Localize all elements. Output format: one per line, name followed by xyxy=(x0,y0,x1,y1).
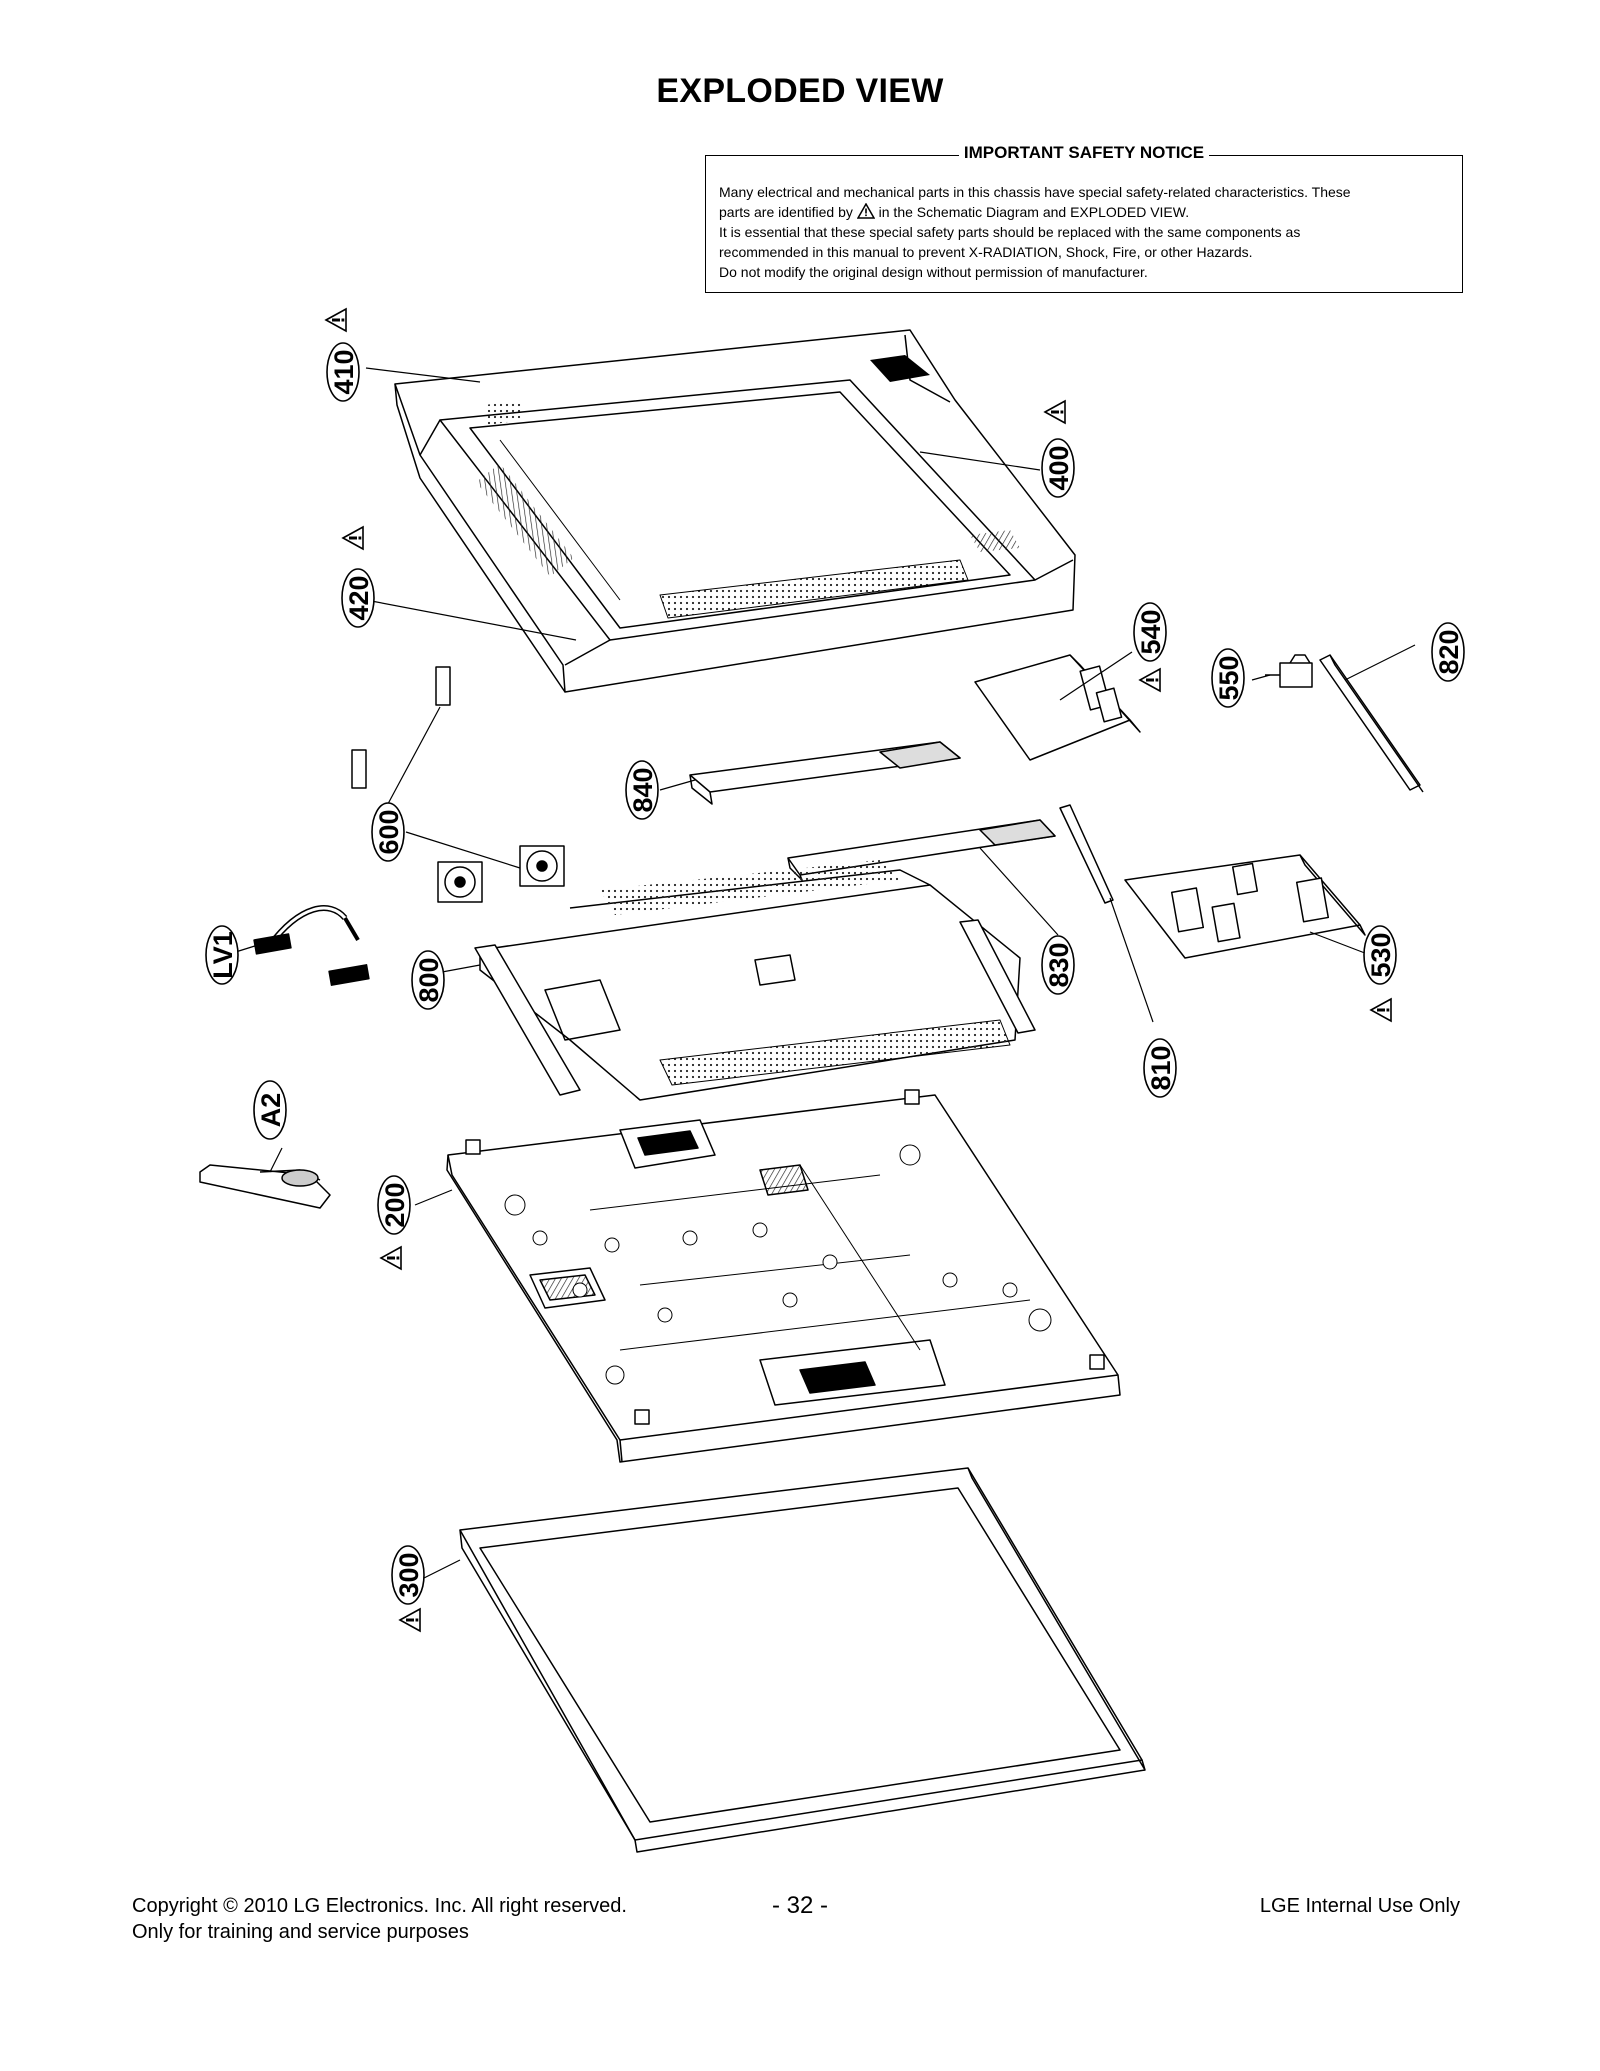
warning-triangle-icon xyxy=(856,203,875,219)
label-420: 420 xyxy=(344,575,374,620)
part-300-frame xyxy=(459,1467,1146,1853)
label-600: 600 xyxy=(374,809,404,854)
notice-line-1: Many electrical and mechanical parts in … xyxy=(719,184,1351,200)
label-a2: A2 xyxy=(256,1093,286,1128)
warning-triangle-icon xyxy=(325,308,347,332)
label-410: 410 xyxy=(329,349,359,394)
warning-triangle-icon xyxy=(380,1246,402,1270)
label-550: 550 xyxy=(1214,655,1244,700)
copyright-text: Copyright © 2010 LG Electronics. Inc. Al… xyxy=(132,1895,627,1917)
warning-triangle-icon xyxy=(1044,400,1066,424)
part-lv1-cable xyxy=(253,905,370,986)
label-530: 530 xyxy=(1366,932,1396,977)
part-800-chassis-plate xyxy=(474,860,1036,1101)
part-540-main-board xyxy=(974,654,1141,761)
part-820-bracket xyxy=(1319,654,1421,791)
part-600-fans xyxy=(351,666,565,903)
label-300: 300 xyxy=(394,1552,424,1597)
part-550-connector xyxy=(1265,654,1313,688)
safety-notice-text: Many electrical and mechanical parts in … xyxy=(719,182,1449,282)
label-830: 830 xyxy=(1044,942,1074,987)
warning-triangle-icon xyxy=(399,1608,421,1632)
part-530-power-board xyxy=(1124,854,1366,959)
notice-line-2b: in the Schematic Diagram and EXPLODED VI… xyxy=(878,204,1190,220)
part-labels: 410 400 420 540 550 820 840 600 LV1 800 … xyxy=(205,342,1465,1605)
internal-use-text: LGE Internal Use Only xyxy=(1259,1895,1460,1917)
label-810: 810 xyxy=(1146,1045,1176,1090)
purpose-text: Only for training and service purposes xyxy=(132,1921,469,1943)
warning-triangle-icon xyxy=(1139,668,1161,692)
label-820: 820 xyxy=(1434,629,1464,674)
footer-left: Copyright © 2010 LG Electronics. Inc. Al… xyxy=(132,1893,627,1945)
safety-notice-box: IMPORTANT SAFETY NOTICE Many electrical … xyxy=(705,143,1463,293)
leader-lines xyxy=(225,367,1416,1579)
label-840: 840 xyxy=(628,767,658,812)
notice-line-4: recommended in this manual to prevent X-… xyxy=(719,244,1253,260)
label-800: 800 xyxy=(414,957,444,1002)
notice-line-5: Do not modify the original design withou… xyxy=(719,264,1148,280)
part-400-front-frame xyxy=(394,329,1076,693)
label-400: 400 xyxy=(1044,445,1074,490)
notice-line-3: It is essential that these special safet… xyxy=(719,224,1301,240)
label-540: 540 xyxy=(1136,609,1166,654)
safety-notice-title: IMPORTANT SAFETY NOTICE xyxy=(958,143,1210,162)
warning-triangle-icon xyxy=(1370,998,1392,1022)
warning-triangle-icon xyxy=(342,526,364,550)
label-lv1: LV1 xyxy=(208,931,238,979)
page-title: EXPLODED VIEW xyxy=(656,72,944,110)
label-200: 200 xyxy=(380,1182,410,1227)
notice-line-2a: parts are identified by xyxy=(719,204,853,220)
part-810-bracket xyxy=(1059,804,1114,904)
part-a2-remote xyxy=(199,1164,331,1209)
part-200-back-cover xyxy=(446,1089,1121,1463)
page-number: - 32 - xyxy=(771,1892,828,1919)
